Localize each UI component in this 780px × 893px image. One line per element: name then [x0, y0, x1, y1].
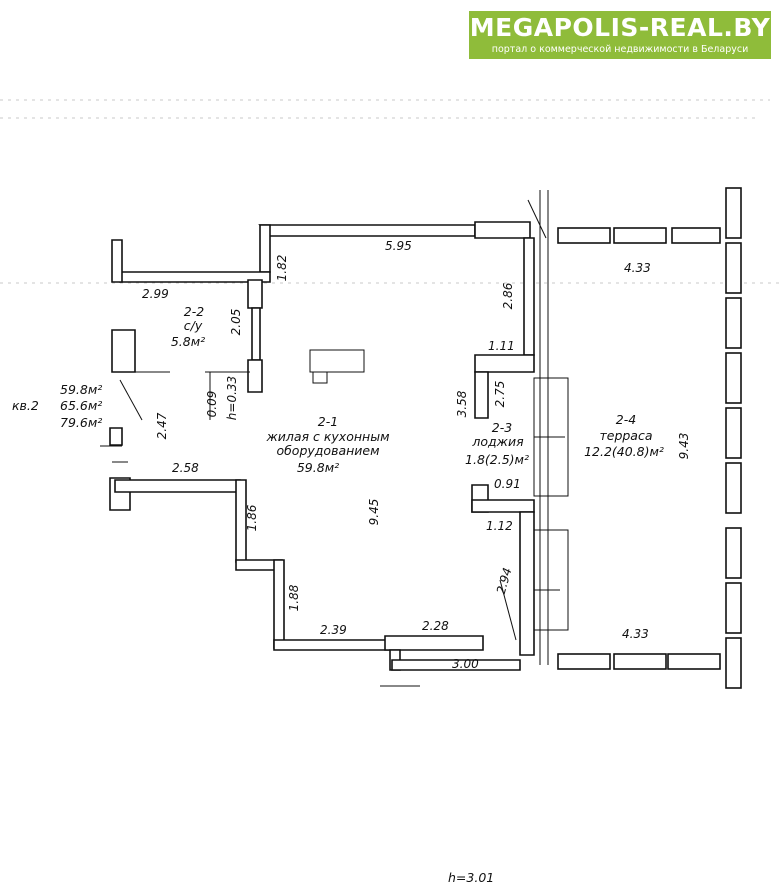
dim-right-niche-bottom: 1.12: [486, 519, 513, 533]
dim-mid-vertical: 1.86: [245, 504, 259, 531]
dim-right-lower: 2.94: [494, 566, 515, 596]
dim-top-main: 5.95: [385, 239, 412, 253]
dim-bottom-left: 2.39: [320, 623, 347, 637]
room-loggia-id: 2-3: [492, 420, 512, 435]
apartment-walls: [109, 221, 535, 671]
dim-threshold: h=0.33: [225, 376, 239, 420]
room-main-name-2: оборудованием: [276, 443, 379, 458]
ceiling-height: h=3.01: [448, 870, 494, 885]
dim-loggia-inner: 2.75: [493, 381, 507, 408]
dim-left-wall: 2.47: [155, 412, 169, 439]
room-labels: 2-1 жилая с кухонным оборудованием 59.8м…: [171, 304, 664, 475]
dim-wall-gap: 0.09: [205, 391, 219, 418]
room-main-id: 2-1: [318, 414, 338, 429]
apartment-area-total: 65.6м²: [60, 398, 102, 413]
dim-top-small: 1.82: [275, 255, 289, 282]
apartment-area-full: 79.6м²: [60, 415, 102, 430]
room-terrace-name: терраса: [599, 428, 652, 443]
dim-right-upper: 2.86: [501, 282, 515, 309]
room-terrace-area: 12.2(40.8)м²: [584, 444, 664, 459]
dim-lower-vertical: 1.88: [287, 584, 301, 611]
dim-bath-depth: 2.05: [229, 309, 243, 336]
site-tagline: портал о коммерческой недвижимости в Бел…: [491, 44, 749, 55]
room-main-name-1: жилая с кухонным: [265, 429, 389, 444]
dimension-labels: 5.95 1.82 2.99 2.05 0.09 h=0.33 2.47 2.5…: [142, 239, 691, 671]
apartment-label: кв.2: [12, 398, 39, 413]
dim-loggia-width: 0.91: [494, 477, 521, 491]
room-loggia-area: 1.8(2.5)м²: [465, 452, 529, 467]
apartment-summary: кв.2 59.8м² 65.6м² 79.6м²: [12, 382, 102, 430]
dim-terrace-top: 4.33: [624, 261, 651, 275]
site-title: MEGAPOLIS-REAL.BY: [469, 13, 771, 42]
room-bath-name: с/у: [184, 318, 203, 333]
dim-terrace-depth: 9.43: [677, 433, 691, 460]
dim-bottom-right: 3.00: [452, 657, 479, 671]
site-banner[interactable]: MEGAPOLIS-REAL.BY портал о коммерческой …: [469, 11, 771, 59]
dim-terrace-bottom: 4.33: [622, 627, 649, 641]
room-terrace-id: 2-4: [616, 412, 636, 427]
dim-right-niche-top: 1.11: [488, 339, 515, 353]
apartment-area-living: 59.8м²: [60, 382, 102, 397]
dim-bath-width: 2.99: [142, 287, 169, 301]
dim-left-step: 2.58: [172, 461, 199, 475]
dim-room-depth: 9.45: [367, 499, 381, 526]
room-main-area: 59.8м²: [297, 460, 339, 475]
room-bath-id: 2-2: [184, 304, 204, 319]
room-loggia-name: лоджия: [471, 434, 524, 449]
dim-bottom-mid: 2.28: [422, 619, 449, 633]
terrace-railing: [557, 187, 742, 689]
scan-noise: [0, 99, 780, 284]
dim-loggia-height: 3.58: [455, 390, 469, 417]
plan-details: [100, 190, 569, 687]
room-bath-area: 5.8м²: [171, 334, 205, 349]
